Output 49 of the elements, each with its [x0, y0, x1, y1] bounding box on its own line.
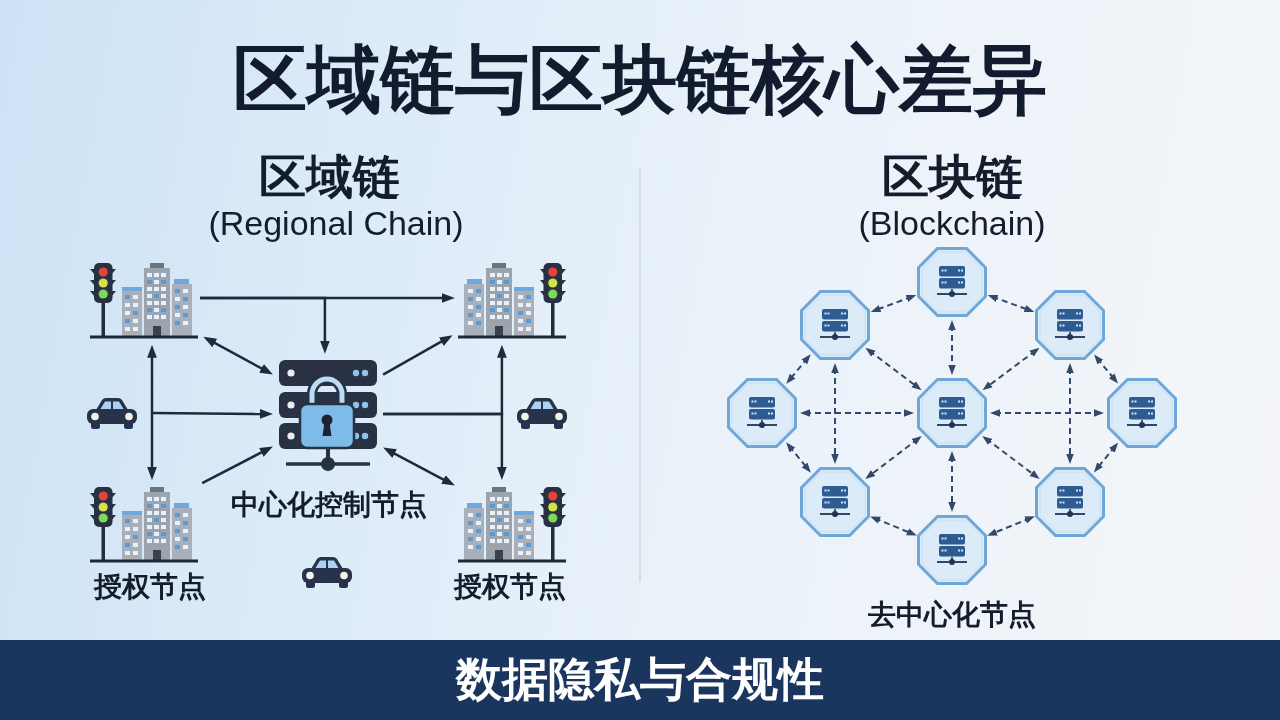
- node-caption: 授权节点: [454, 570, 566, 604]
- dashed-double-arrow: [982, 435, 1040, 480]
- dashed-double-arrow: [786, 442, 811, 473]
- dashed-double-arrow: [870, 516, 917, 536]
- arrow: [382, 335, 453, 376]
- server-octagon: [1035, 467, 1105, 537]
- section-subheading: (Regional Chain): [208, 204, 464, 244]
- server-octagon: [917, 247, 987, 317]
- server-octagon: [800, 290, 870, 360]
- section-heading: 区块链: [881, 150, 1023, 204]
- dashed-double-arrow: [982, 347, 1040, 391]
- city-illustration: [456, 484, 568, 564]
- title: 区域链与区块链核心差异: [233, 37, 1047, 123]
- dashed-double-arrow: [990, 409, 1104, 417]
- city-illustration: [88, 260, 200, 340]
- footer-banner: 数据隐私与合规性: [0, 640, 1280, 720]
- network-caption: 去中心化节点: [868, 598, 1036, 632]
- server-octagon: [800, 467, 870, 537]
- server-octagon: [1035, 290, 1105, 360]
- dashed-double-arrow: [800, 409, 914, 417]
- arrow: [152, 409, 273, 419]
- arrow: [200, 296, 330, 354]
- section-heading: 区域链: [258, 150, 400, 204]
- dashed-double-arrow: [786, 354, 811, 384]
- dashed-double-arrow: [1066, 363, 1074, 464]
- dashed-double-arrow: [865, 435, 922, 480]
- dashed-double-arrow: [987, 294, 1035, 313]
- dashed-double-arrow: [831, 363, 839, 464]
- server-octagon: [727, 378, 797, 448]
- section-subheading: (Blockchain): [858, 204, 1046, 244]
- node-caption: 中心化控制节点: [231, 488, 427, 522]
- server-octagon: [1107, 378, 1177, 448]
- dashed-double-arrow: [987, 516, 1035, 536]
- city-illustration: [456, 260, 568, 340]
- server-octagon: [917, 515, 987, 585]
- dashed-double-arrow: [1094, 354, 1118, 384]
- dashed-double-arrow: [948, 451, 956, 512]
- double-arrow: [147, 344, 157, 480]
- dashed-double-arrow: [870, 295, 917, 312]
- dashed-double-arrow: [948, 320, 956, 375]
- server-octagon: [917, 378, 987, 448]
- dashed-double-arrow: [865, 347, 922, 391]
- arrow: [201, 446, 273, 485]
- city-illustration: [88, 484, 200, 564]
- double-arrow: [383, 447, 455, 486]
- double-arrow: [203, 336, 273, 375]
- node-caption: 授权节点: [94, 570, 206, 604]
- arrow: [383, 412, 507, 480]
- dashed-double-arrow: [1093, 442, 1119, 473]
